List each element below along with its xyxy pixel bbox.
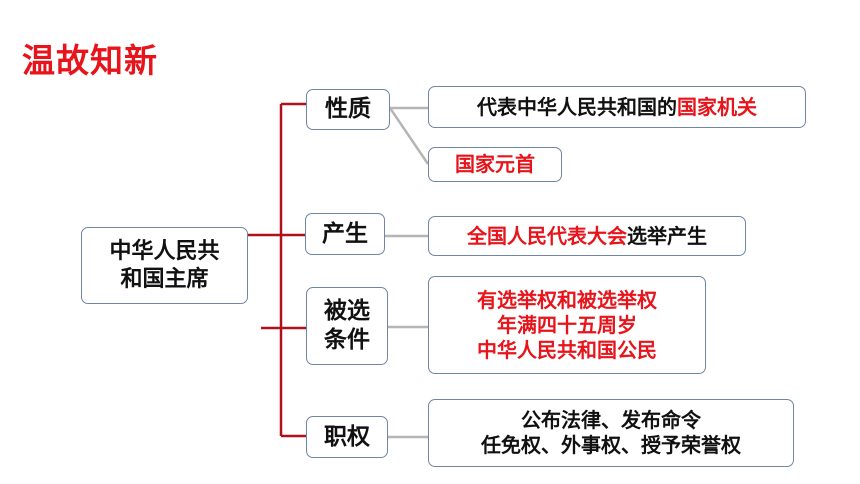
detail-eligibility: 有选举权和被选举权 年满四十五周岁 中华人民共和国公民 — [428, 276, 706, 374]
root-line-2: 和国主席 — [120, 266, 209, 292]
category-nature: 性质 — [306, 89, 390, 130]
detail-origin-suffix: 选举产生 — [627, 223, 707, 248]
detail-eligibility-line-3: 中华人民共和国公民 — [477, 337, 657, 362]
detail-powers-line-1: 公布法律、发布命令 — [521, 408, 701, 432]
category-eligibility: 被选 条件 — [306, 287, 388, 365]
detail-connectors — [385, 106, 430, 439]
category-eligibility-line-2: 条件 — [324, 327, 370, 353]
detail-nature-head-of-state-text: 国家元首 — [455, 152, 535, 176]
detail-powers-line-2: 任免权、外事权、授予荣誉权 — [481, 433, 741, 457]
root-node-president: 中华人民共 和国主席 — [81, 227, 248, 304]
page-title: 温故知新 — [22, 41, 158, 80]
tree-bracket — [248, 102, 306, 438]
detail-origin-text: 全国人民代表大会选举产生 — [467, 224, 707, 249]
category-eligibility-line-1: 被选 — [324, 298, 370, 325]
root-line-1: 中华人民共 — [109, 239, 220, 264]
category-nature-label: 性质 — [325, 96, 371, 123]
detail-origin: 全国人民代表大会选举产生 — [428, 216, 746, 256]
detail-origin-highlight: 全国人民代表大会 — [467, 223, 627, 248]
detail-nature-prefix: 代表中华人民共和国的 — [477, 94, 677, 119]
category-origin-label: 产生 — [322, 220, 368, 247]
detail-eligibility-line-1: 有选举权和被选举权 — [477, 287, 657, 312]
detail-eligibility-line-2: 年满四十五周岁 — [497, 312, 637, 337]
category-powers-label: 职权 — [324, 423, 370, 450]
detail-nature-head-of-state: 国家元首 — [428, 147, 562, 182]
detail-nature-state-organ-text: 代表中华人民共和国的国家机关 — [477, 95, 757, 120]
detail-nature-state-organ: 代表中华人民共和国的国家机关 — [428, 86, 806, 128]
category-powers: 职权 — [306, 416, 388, 458]
detail-nature-highlight: 国家机关 — [677, 94, 757, 119]
detail-powers: 公布法律、发布命令 任免权、外事权、授予荣誉权 — [428, 399, 794, 467]
connector-nature-2 — [388, 107, 430, 165]
category-origin: 产生 — [305, 213, 385, 255]
